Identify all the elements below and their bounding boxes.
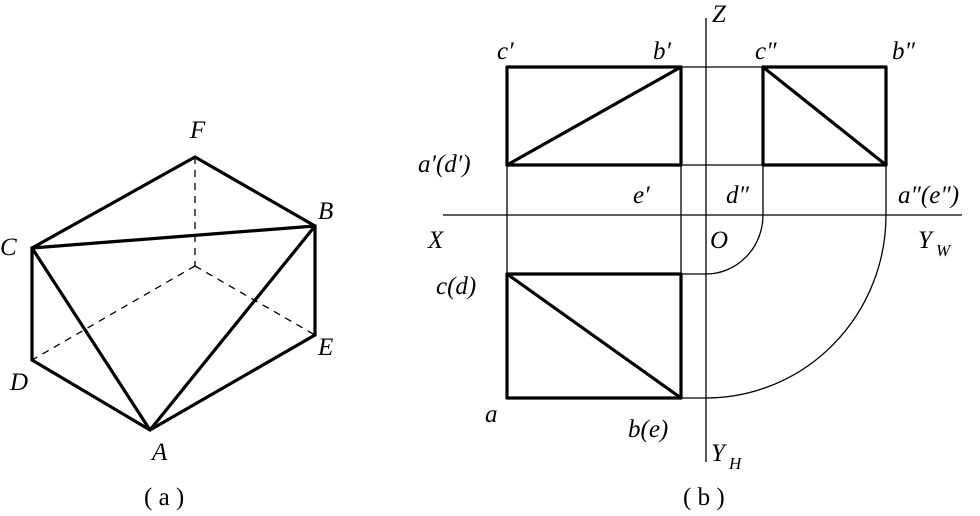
figure-b-projection: Z X O Y W Y H c′ b′ c″ b″ a′(d′) e′ d″ a… bbox=[418, 1, 962, 511]
point-label-c-prime: c′ bbox=[497, 38, 514, 65]
vertex-label-c: C bbox=[0, 234, 17, 261]
point-label-e-prime: e′ bbox=[633, 182, 650, 209]
edge-d-a bbox=[30, 358, 152, 432]
edge-c-a bbox=[30, 246, 152, 432]
top-view-rect bbox=[505, 272, 683, 400]
vertex-label-f: F bbox=[189, 117, 206, 144]
caption-b: ( b ) bbox=[683, 484, 725, 511]
edge-a-b bbox=[148, 224, 317, 432]
vertex-label-e: E bbox=[317, 334, 333, 361]
vertex-label-b: B bbox=[318, 198, 333, 225]
point-label-b-dprime: b″ bbox=[892, 38, 916, 65]
top-view-diagonal bbox=[505, 272, 683, 400]
front-view-rect bbox=[505, 65, 683, 167]
hidden-edge-o-d bbox=[31, 265, 196, 361]
arc-large bbox=[681, 214, 887, 399]
axis-label-yw: Y bbox=[918, 227, 935, 254]
arc-small bbox=[705, 214, 764, 275]
axis-label-yw-subscript: W bbox=[936, 241, 952, 260]
point-label-a-dprime-e-dprime: a″(e″) bbox=[898, 182, 959, 209]
point-label-a: a bbox=[485, 401, 498, 428]
vertex-label-d: D bbox=[9, 369, 28, 396]
side-view-rect bbox=[761, 65, 888, 167]
edge-a-e bbox=[148, 333, 317, 432]
axis-label-origin: O bbox=[710, 227, 728, 254]
figure-a-pictorial: F B C E D A ( a ) bbox=[0, 117, 333, 511]
point-label-c-dprime: c″ bbox=[755, 38, 777, 65]
point-label-d-dprime: d″ bbox=[726, 182, 750, 209]
point-label-b-prime: b′ bbox=[653, 38, 672, 65]
edge-f-b bbox=[193, 155, 317, 228]
axis-label-yh: Y bbox=[711, 440, 728, 467]
edge-c-b bbox=[30, 224, 317, 250]
caption-a: ( a ) bbox=[144, 484, 184, 511]
point-label-b-e: b(e) bbox=[628, 416, 668, 443]
edge-c-f bbox=[30, 155, 197, 250]
axis-label-x: X bbox=[427, 227, 445, 254]
point-label-c-d: c(d) bbox=[436, 273, 476, 300]
vertex-label-a: A bbox=[150, 439, 168, 466]
axis-label-yh-subscript: H bbox=[728, 454, 743, 473]
axis-label-z: Z bbox=[712, 1, 727, 28]
point-label-a-prime-d-prime: a′(d′) bbox=[418, 151, 471, 178]
front-view-diagonal bbox=[505, 65, 683, 167]
side-view-diagonal bbox=[761, 65, 888, 167]
